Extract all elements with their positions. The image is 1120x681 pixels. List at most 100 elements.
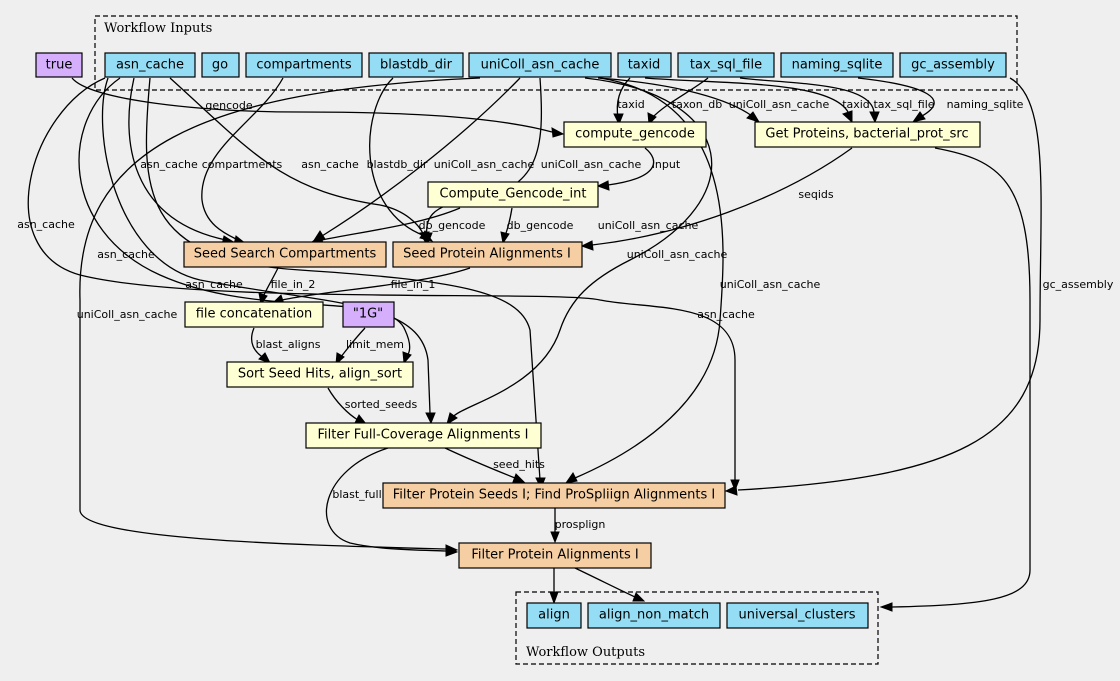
edge-label-blastdb: blastdb_dir (367, 158, 428, 171)
svg-text:Compute_Gencode_int: Compute_Gencode_int (440, 187, 587, 202)
node-tool-compute-gencode[interactable]: compute_gencode (563, 121, 707, 148)
edge-label-unicoll-spa: uniColl_asn_cache (541, 158, 642, 171)
svg-text:asn_cache: asn_cache (116, 58, 184, 73)
edge-taxsql-getprot (739, 77, 880, 124)
edge-label-taxsql: tax_sql_file (873, 98, 934, 111)
svg-text:true: true (46, 58, 73, 73)
edge-label-dbgencode-ssc: db_gencode (419, 219, 486, 232)
edge-getprot-uc (879, 147, 1031, 612)
edge-label-limit-mem: limit_mem (346, 338, 404, 351)
edge-label-naming: naming_sqlite (947, 98, 1024, 111)
node-input-go[interactable]: go (201, 52, 240, 78)
node-true-constant[interactable]: true (35, 52, 83, 78)
node-output-align-non-match[interactable]: align_non_match (587, 602, 721, 629)
edge-fc-sort (250, 327, 272, 364)
edge-ssc-fc (258, 267, 279, 306)
svg-text:Get Proteins, bacterial_prot_s: Get Proteins, bacterial_prot_src (765, 127, 968, 142)
edge-ffc-fps (444, 447, 526, 483)
svg-text:tax_sql_file: tax_sql_file (690, 58, 762, 73)
node-constant-1g[interactable]: "1G" (342, 301, 395, 328)
edge-taxid-getprot (644, 77, 853, 124)
node-output-align[interactable]: align (526, 602, 582, 629)
svg-text:align_non_match: align_non_match (599, 608, 709, 623)
svg-text:compute_gencode: compute_gencode (575, 127, 695, 142)
nodes: true asn_cache go compartments blastdb_d… (35, 52, 1007, 629)
node-input-naming-sqlite[interactable]: naming_sqlite (780, 52, 894, 78)
node-output-universal-clusters[interactable]: universal_clusters (726, 602, 869, 629)
svg-text:universal_clusters: universal_clusters (739, 608, 856, 623)
edge-label-unicoll-fpa2: uniColl_asn_cache (720, 278, 821, 291)
node-tool-get-proteins[interactable]: Get Proteins, bacterial_prot_src (754, 121, 981, 148)
node-input-tax-sql-file[interactable]: tax_sql_file (677, 52, 775, 78)
workflow-inputs-cluster: Workflow Inputs (94, 15, 1018, 91)
edge-label-sorted-seeds: sorted_seeds (345, 398, 418, 411)
node-sub-seed-protein-alignments[interactable]: Seed Protein Alignments I (392, 241, 583, 268)
edge-label-unicoll-fpa: uniColl_asn_cache (77, 308, 178, 321)
svg-text:file concatenation: file concatenation (196, 307, 313, 322)
edge-label-unicoll-ffc: uniColl_asn_cache (598, 219, 699, 232)
edge-fps-fpa (550, 508, 560, 544)
edge-unicoll-getprot (597, 77, 761, 123)
node-input-gc-assembly[interactable]: gc_assembly (899, 52, 1007, 78)
edge-label-gc-assembly: gc_assembly (1043, 278, 1114, 291)
svg-text:Filter Protein Seeds I; Find P: Filter Protein Seeds I; Find ProSpliign … (393, 488, 715, 503)
edge-label-compartments: compartments (202, 158, 283, 171)
edge-label-taxid-getprot: taxid (842, 98, 870, 111)
svg-text:Sort Seed Hits, align_sort: Sort Seed Hits, align_sort (238, 367, 402, 382)
svg-text:"1G": "1G" (353, 307, 383, 322)
workflow-outputs-cluster: Workflow Outputs (515, 591, 879, 665)
edge-label-file-in-2: file_in_2 (271, 278, 316, 291)
edge-label-blast-aligns: blast_aligns (256, 338, 321, 351)
edge-labels: gencode taxid taxon_db uniColl_asn_cache… (17, 98, 1114, 531)
edge-label-asncache-fpa: asn_cache (697, 308, 755, 321)
edge-true-compute-gencode (71, 77, 565, 138)
node-tool-filter-full-coverage[interactable]: Filter Full-Coverage Alignments I (305, 422, 542, 449)
workflow-inputs-label: Workflow Inputs (104, 21, 212, 36)
edge-cg-cgi (596, 147, 655, 191)
node-sub-filter-protein-alignments[interactable]: Filter Protein Alignments I (458, 542, 652, 569)
edge-label-file-in-1: file_in_1 (391, 278, 436, 291)
edge-label-asncache-spa: asn_cache (301, 158, 359, 171)
svg-text:Filter Protein Alignments I: Filter Protein Alignments I (471, 548, 638, 563)
edge-naming-getprot (857, 77, 935, 123)
edge-label-asncache-ssc: asn_cache (140, 158, 198, 171)
edge-label-seqids: seqids (798, 188, 834, 201)
node-input-unicoll-asn-cache[interactable]: uniColl_asn_cache (468, 52, 612, 78)
node-tool-sort-seed-hits[interactable]: Sort Seed Hits, align_sort (226, 361, 414, 388)
svg-text:go: go (212, 58, 228, 73)
svg-text:Seed Protein Alignments I: Seed Protein Alignments I (403, 247, 571, 262)
node-input-asn-cache[interactable]: asn_cache (104, 52, 196, 78)
edge-label-taxon-db: taxon_db (672, 98, 722, 111)
node-sub-filter-protein-seeds[interactable]: Filter Protein Seeds I; Find ProSpliign … (382, 482, 726, 509)
svg-text:align: align (538, 608, 570, 623)
svg-text:Seed Search Compartments: Seed Search Compartments (194, 247, 377, 262)
node-tool-compute-gencode-int[interactable]: Compute_Gencode_int (427, 181, 599, 208)
node-input-taxid[interactable]: taxid (617, 52, 672, 78)
svg-text:naming_sqlite: naming_sqlite (792, 58, 883, 73)
edge-ffc-fpa (325, 447, 459, 557)
edge-label-asncache-far: asn_cache (17, 218, 75, 231)
edge-label-blast-full: blast_full (332, 488, 381, 501)
node-tool-file-concatenation[interactable]: file concatenation (184, 301, 324, 328)
node-input-blastdb-dir[interactable]: blastdb_dir (368, 52, 464, 78)
node-sub-seed-search-compartments[interactable]: Seed Search Compartments (183, 241, 387, 268)
edge-getprot-spa (580, 147, 853, 251)
edge-label-unicoll-ssc: uniColl_asn_cache (434, 158, 535, 171)
svg-text:compartments: compartments (256, 58, 351, 73)
svg-text:Filter Full-Coverage Alignment: Filter Full-Coverage Alignments I (317, 428, 528, 443)
edge-fpa-align (549, 568, 559, 605)
edge-1g-sort (335, 327, 366, 366)
edge-label-asncache-sort: asn_cache (97, 248, 155, 261)
edge-label-taxid: taxid (617, 98, 645, 111)
edge-label-unicoll-fps: uniColl_asn_cache (627, 248, 728, 261)
svg-text:taxid: taxid (628, 58, 661, 73)
svg-text:uniColl_asn_cache: uniColl_asn_cache (481, 58, 600, 73)
node-input-compartments[interactable]: compartments (245, 52, 363, 78)
edge-asncache-sort (78, 77, 412, 365)
edge-label-gencode: gencode (205, 99, 252, 112)
svg-text:gc_assembly: gc_assembly (911, 58, 995, 73)
edge-label-prosplign: prosplign (555, 518, 606, 531)
edge-label-dbgencode-spa: db_gencode (507, 219, 574, 232)
svg-text:blastdb_dir: blastdb_dir (380, 58, 453, 73)
